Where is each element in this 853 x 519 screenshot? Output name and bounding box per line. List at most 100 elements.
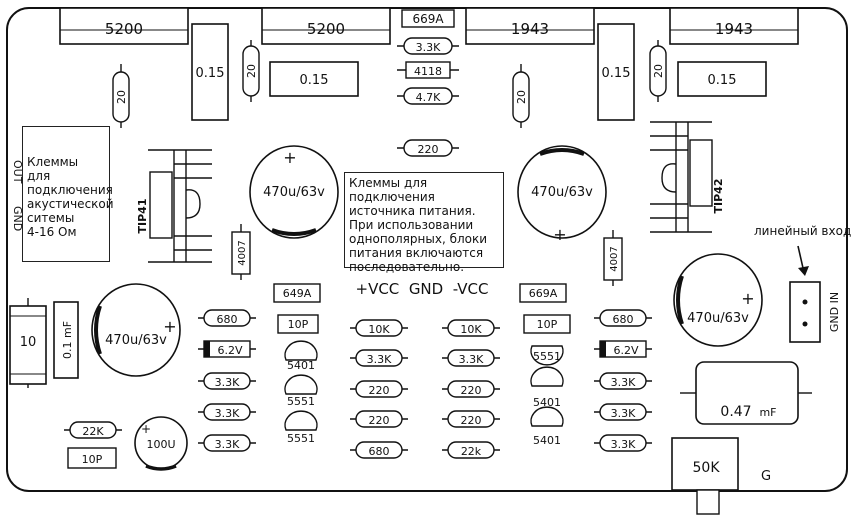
resistor-220-cr-2: 220 [442, 410, 500, 428]
resistor-3-3k-right-3-label: 3.3K [611, 438, 636, 451]
resistor-20-d: 20 [649, 40, 667, 102]
resistor-22k-label: 22K [82, 425, 104, 438]
input-pins-label: GND IN [828, 292, 841, 332]
line-input-label: линейный вход [754, 224, 852, 238]
resistor-680-right: 680 [594, 309, 652, 327]
resistor-22k-cr-label: 22k [461, 445, 482, 458]
resistor-680-cl: 680 [350, 441, 408, 459]
cap-015-right-vertical-label: 0.15 [602, 66, 631, 81]
cap-01-left: 0.1 mF [53, 301, 79, 379]
cap-015-left-vertical-label: 0.15 [196, 66, 225, 81]
transistor-5551-mid-right-label: 5551 [533, 350, 561, 363]
resistor-3-3k-right-1: 3.3K [594, 372, 652, 390]
resistor-10k-cl-label: 10K [368, 323, 390, 336]
resistor-220-cl-2-label: 220 [369, 414, 390, 427]
electrolytic-cap-top-left-plus: + [283, 148, 296, 167]
potentiometer-50k: 50K G [671, 437, 771, 515]
resistor-3-3k-cl-label: 3.3K [367, 353, 392, 366]
left-resistor-column: 680 6.2V 3.3K 3.3K 3.3K [198, 309, 256, 452]
potentiometer-g-label: G [761, 469, 771, 484]
gnd-terminal-label: GND [11, 206, 24, 231]
power-terminal-note: Клеммы для подключения источника питания… [344, 172, 504, 274]
resistor-10-power-label: 10 [20, 335, 37, 350]
cap-10p-mid-right-label: 10P [537, 318, 558, 331]
resistor-3-3k-cr: 3.3K [442, 349, 500, 367]
transistor-5401-mid-right-2-label: 5401 [533, 434, 561, 447]
diode-4007-right-label: 4007 [609, 246, 620, 271]
resistor-4118-label: 4118 [414, 65, 442, 78]
tip41-label: TIP41 [136, 199, 149, 234]
transistor-5551-mid-left-1: 5551 [284, 374, 318, 408]
resistor-3-3k-cr-label: 3.3K [459, 353, 484, 366]
electrolytic-cap-top-left-label: 470u/63v [263, 185, 325, 200]
electrolytic-cap-bottom-left-plus: + [163, 317, 176, 336]
transistor-1943-right: 1943 [669, 7, 799, 45]
out-terminal-label: OUT [11, 160, 24, 184]
center-left-resistor-column: 10K 3.3K 220 220 680 [350, 319, 408, 459]
electrolytic-cap-top-right-label: 470u/63v [531, 185, 593, 200]
input-arrow-icon [797, 245, 809, 276]
transistor-1943-right-label: 1943 [715, 20, 753, 38]
cap-047-film: 0.47 mF [680, 361, 812, 425]
cap-01-left-label: 0.1 mF [61, 321, 74, 359]
resistor-3-3k-left-1: 3.3K [198, 372, 256, 390]
resistor-3-3k-left-1-label: 3.3K [215, 376, 240, 389]
resistor-220-cl-1-label: 220 [369, 384, 390, 397]
ic-669a-top: 669A [401, 9, 455, 28]
center-right-resistor-column: 10K 3.3K 220 220 22k [442, 319, 500, 459]
resistor-220-center: 220 [397, 139, 459, 157]
cap-015-left-horizontal: 0.15 [269, 61, 359, 97]
transistor-1943-left: 1943 [465, 7, 595, 45]
electrolytic-cap-bottom-left: 470u/63v + [91, 283, 181, 377]
cap-10p-mid-left-label: 10P [288, 318, 309, 331]
resistor-22k-cr: 22k [442, 441, 500, 459]
resistor-3-3k-left-3: 3.3K [198, 434, 256, 452]
electrolytic-cap-bottom-right: 470u/63v + [673, 253, 763, 347]
diode-4007-left: 4007 [231, 224, 251, 280]
resistor-220-cr-2-label: 220 [461, 414, 482, 427]
resistor-3-3k-left-2: 3.3K [198, 403, 256, 421]
transistor-5551-mid-left-2-label: 5551 [287, 432, 315, 445]
mid-left-column: 649A 10P 5401 5551 5551 [273, 283, 321, 445]
resistor-10k-cr: 10K [442, 319, 500, 337]
transistor-5401-mid-right-2: 5401 [530, 406, 564, 447]
resistor-3-3k-top: 3.3K [397, 37, 459, 55]
resistor-680-left: 680 [198, 309, 256, 327]
right-resistor-column: 680 6.2V 3.3K 3.3K 3.3K [594, 309, 652, 452]
transistor-5200-left: 5200 [59, 7, 189, 45]
cap-10p-left-bottom: 10P [67, 447, 117, 469]
transistor-5200-right: 5200 [261, 7, 391, 45]
resistor-4118: 4118 [397, 61, 459, 79]
heatsink-tip42 [650, 121, 713, 233]
cap-047-unit: mF [759, 406, 776, 419]
resistor-680-right-label: 680 [613, 313, 634, 326]
cap-100u: 100U + [134, 416, 188, 471]
zener-6-2v-right: 6.2V [594, 340, 652, 358]
resistor-20-b-label: 20 [245, 64, 258, 78]
zener-6-2v-left: 6.2V [198, 340, 256, 358]
cap-015-right-horizontal-label: 0.15 [708, 73, 737, 88]
resistor-20-c: 20 [512, 64, 530, 128]
diode-4007-left-label: 4007 [237, 240, 248, 265]
cap-100u-plus: + [141, 422, 151, 436]
resistor-10-power: 10 [9, 298, 47, 388]
resistor-3-3k-right-2-label: 3.3K [611, 407, 636, 420]
transistor-5551-mid-left-1-label: 5551 [287, 395, 315, 408]
ic-649a-label: 649A [283, 287, 312, 300]
resistor-3-3k-right-2: 3.3K [594, 403, 652, 421]
electrolytic-cap-bottom-left-label: 470u/63v [105, 333, 167, 348]
cap-015-left-vertical: 0.15 [191, 23, 229, 121]
resistor-20-d-label: 20 [652, 64, 665, 78]
resistor-220-cl-1: 220 [350, 380, 408, 398]
speaker-terminal-note: Клеммы для подключения акустической сите… [22, 126, 114, 262]
resistor-3-3k-top-label: 3.3K [416, 41, 441, 54]
resistor-3-3k-right-1-label: 3.3K [611, 376, 636, 389]
resistor-220-cr-1-label: 220 [461, 384, 482, 397]
transistor-5401-mid-right-1: 5401 [530, 366, 564, 409]
cap-100u-label: 100U [146, 438, 175, 451]
electrolytic-cap-bottom-right-plus: + [741, 289, 754, 308]
resistor-220-cr-1: 220 [442, 380, 500, 398]
resistor-680-cl-label: 680 [369, 445, 390, 458]
resistor-220-center-label: 220 [418, 143, 439, 156]
